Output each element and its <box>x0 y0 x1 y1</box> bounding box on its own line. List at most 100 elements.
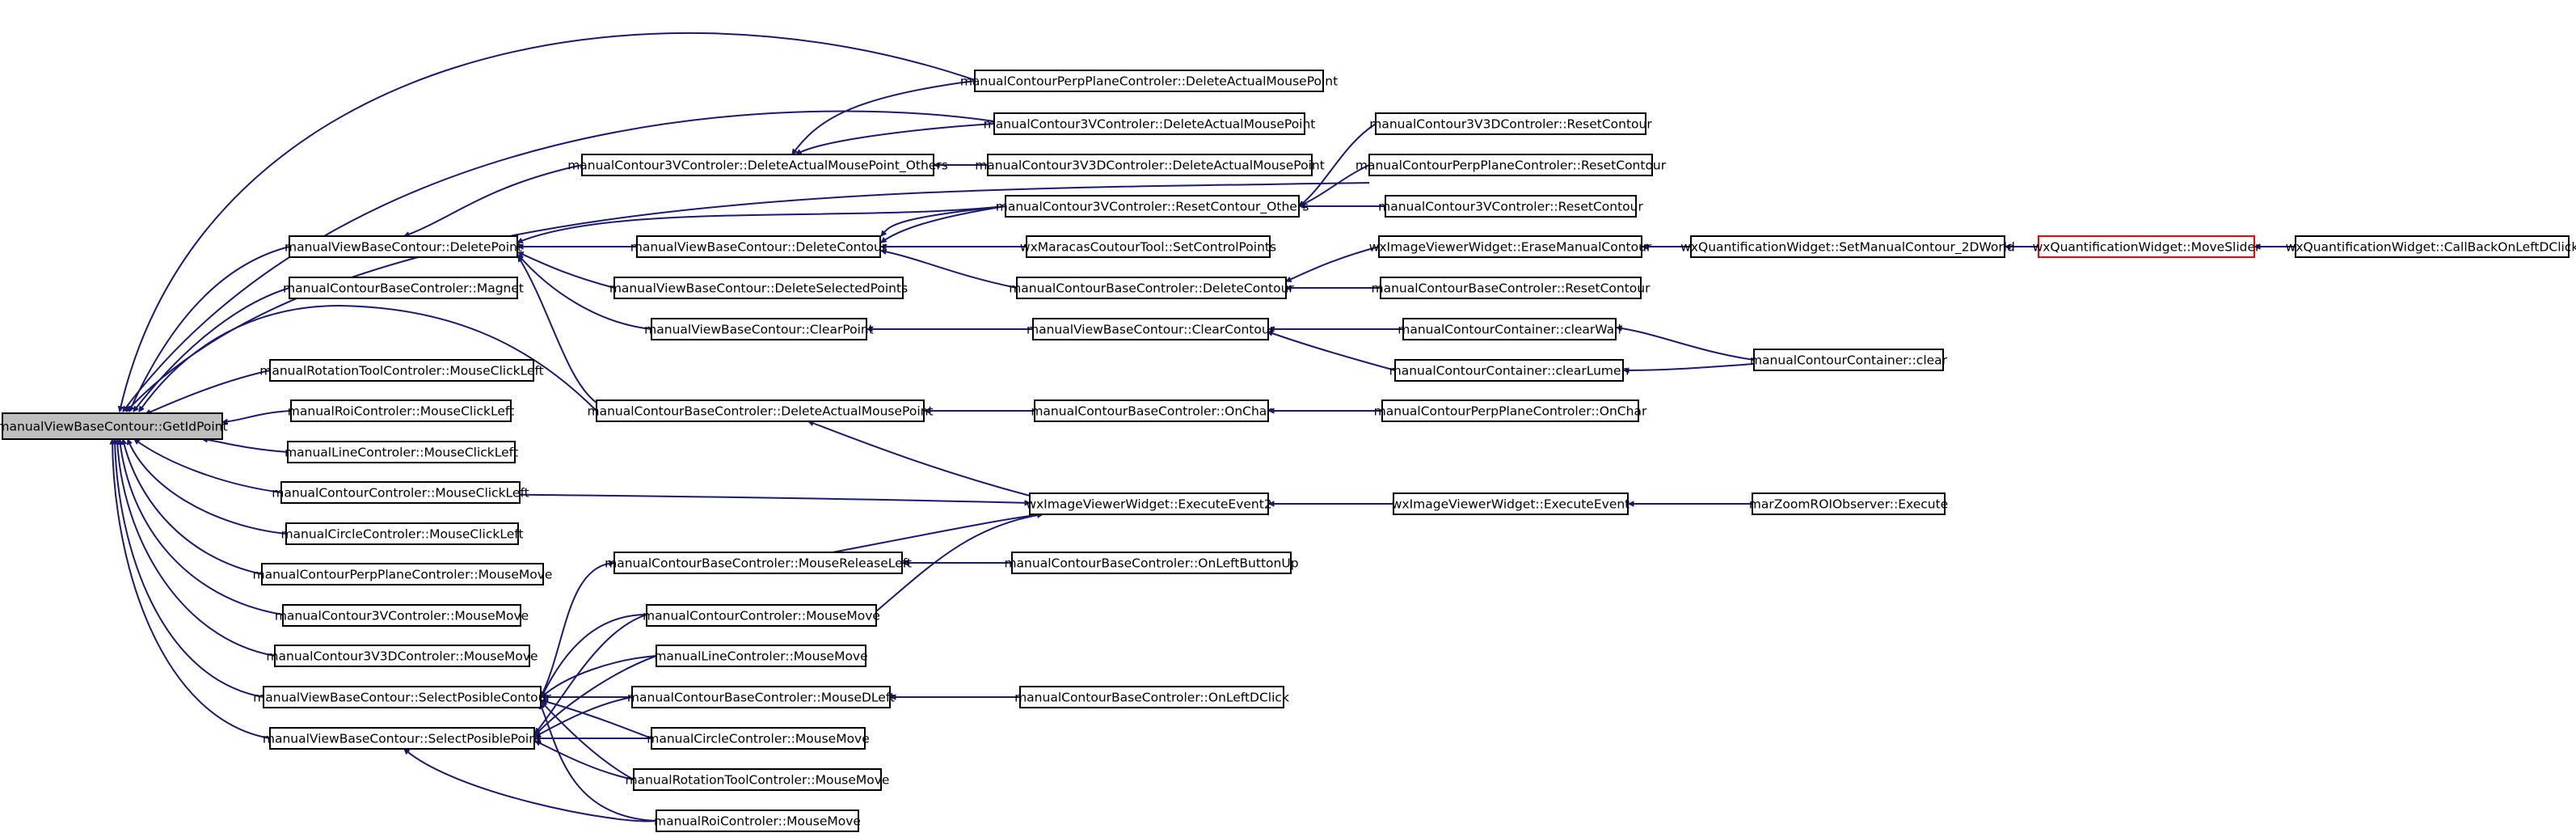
node-box <box>1016 277 1287 299</box>
node-mroi-mouse-move[interactable]: manualRoiControler::MouseMove <box>654 810 861 832</box>
node-mvbc-delete-contour[interactable]: manualViewBaseContour::DeleteContour <box>630 235 887 258</box>
node-mcbc-mouse-dleft[interactable]: manualContourBaseControler::MouseDLeft <box>627 686 895 708</box>
node-mcbc-reset-contour[interactable]: manualContourBaseControler::ResetContour <box>1372 277 1651 299</box>
node-mc3v-mouse-move[interactable]: manualContour3VControler::MouseMove <box>275 604 529 627</box>
node-mcbc-magnet[interactable]: manualContourBaseControler::Magnet <box>283 277 524 299</box>
node-box <box>290 399 512 422</box>
node-label: manualContourPerpPlaneControler::DeleteA… <box>960 74 1338 89</box>
node-label: manualContourPerpPlaneControler::MouseMo… <box>253 568 553 582</box>
call-edge <box>542 702 635 780</box>
node-label: manualViewBaseContour::DeleteSelectedPoi… <box>609 281 908 296</box>
call-edge <box>541 614 647 697</box>
call-edge <box>115 439 264 698</box>
node-label: manualContourBaseControler::Magnet <box>283 281 524 296</box>
node-label: manualViewBaseContour::GetIdPoint <box>0 420 228 434</box>
node-mvbc-delete-selected[interactable]: manualViewBaseContour::DeleteSelectedPoi… <box>609 277 908 299</box>
node-label: manualContourContainer::clearLumen <box>1389 364 1629 378</box>
node-mcpp-mouse-move[interactable]: manualContourPerpPlaneControler::MouseMo… <box>253 563 553 585</box>
node-wx-qwcall-back[interactable]: wxQuantificationWidget::CallBackOnLeftDC… <box>2286 235 2576 258</box>
node-box <box>993 112 1305 135</box>
node-label: manualLineControler::MouseMove <box>654 649 867 664</box>
node-wx-ivwexec[interactable]: wxImageViewerWidget::ExecuteEvent <box>1392 492 1630 515</box>
node-wx-ivwerase[interactable]: wxImageViewerWidget::EraseManualContour <box>1369 235 1652 258</box>
node-mar-zoom[interactable]: marZoomROIObserver::Execute <box>1749 492 1948 515</box>
node-mroi-click-left[interactable]: manualRoiControler::MouseClickLeft <box>288 399 514 422</box>
node-label: wxQuantificationWidget::MoveSlider <box>2033 240 2261 255</box>
call-edge <box>133 287 290 412</box>
node-mlc-click-left[interactable]: manualLineControler::MouseClickLeft <box>285 441 518 463</box>
node-mcirc-mouse-move[interactable]: manualCircleControler::MouseMove <box>647 727 870 750</box>
node-label: manualViewBaseContour::DeleteContour <box>630 240 887 255</box>
node-mcbc-release[interactable]: manualContourBaseControler::MouseRelease… <box>605 552 912 574</box>
node-label: manualRotationToolControler::MouseClickL… <box>259 364 543 378</box>
call-edge <box>539 704 657 822</box>
node-box <box>287 441 516 463</box>
node-wx-qwmove-slider[interactable]: wxQuantificationWidget::MoveSlider <box>2033 235 2261 258</box>
node-box <box>1375 112 1646 135</box>
node-wx-ivwexec2[interactable]: wxImageViewerWidget::ExecuteEvent2 <box>1026 492 1272 515</box>
node-box <box>1032 318 1269 340</box>
node-mvbc-clear-point[interactable]: manualViewBaseContour::ClearPoint <box>644 318 874 340</box>
node-mvbc-delete-point[interactable]: manualViewBaseContour::DeletePoint <box>285 235 522 258</box>
node-mrtc-click-left[interactable]: manualRotationToolControler::MouseClickL… <box>259 359 544 382</box>
node-mc3v-del-act[interactable]: manualContour3VControler::DeleteActualMo… <box>984 112 1316 135</box>
call-edge <box>145 370 271 415</box>
node-label: manualContour3VControler::ResetContour_O… <box>996 200 1309 215</box>
node-mvbc-clear-contour[interactable]: manualViewBaseContour::ClearContour <box>1027 318 1275 340</box>
node-mlc-mouse-move[interactable]: manualLineControler::MouseMove <box>654 645 868 667</box>
node-mc3v3d-mouse-move[interactable]: manualContour3V3DControler::MouseMove <box>266 645 538 667</box>
node-label: manualContourBaseControler::DeleteContou… <box>1009 281 1294 296</box>
node-root[interactable]: manualViewBaseContour::GetIdPoint <box>0 412 228 440</box>
call-edge <box>535 740 635 780</box>
call-edge <box>517 255 652 330</box>
node-label: manualContour3VControler::DeleteActualMo… <box>984 117 1316 132</box>
node-label: manualContourControler::MouseClickLeft <box>272 486 529 501</box>
nodes: manualViewBaseContour::GetIdPointmanualC… <box>0 70 2576 832</box>
node-label: manualContour3VControler::MouseMove <box>275 609 529 624</box>
call-edge <box>1624 363 1755 370</box>
node-mcbc-on-left-up[interactable]: manualContourBaseControler::OnLeftButton… <box>1004 552 1299 574</box>
node-mcc-click-left[interactable]: manualContourControler::MouseClickLeft <box>272 481 529 504</box>
node-mcpp-reset[interactable]: manualContourPerpPlaneControler::ResetCo… <box>1355 154 1667 176</box>
node-mcbc-delete-contour[interactable]: manualContourBaseControler::DeleteContou… <box>1009 277 1294 299</box>
node-mvbc-sel-point[interactable]: manualViewBaseContour::SelectPosiblePoin… <box>263 727 542 750</box>
node-label: manualViewBaseContour::ClearContour <box>1027 323 1275 337</box>
node-mcc-clear[interactable]: manualContourContainer::clear <box>1750 349 1948 371</box>
node-mcirc-click-left[interactable]: manualCircleControler::MouseClickLeft <box>280 522 524 545</box>
node-box <box>269 359 534 382</box>
node-mcpp-on-char[interactable]: manualContourPerpPlaneControler::OnChar <box>1374 399 1647 422</box>
node-mrtc-mouse-move[interactable]: manualRotationToolControler::MouseMove <box>626 768 890 791</box>
node-mvbc-sel-contour[interactable]: manualViewBaseContour::SelectPosibleCont… <box>253 686 551 708</box>
node-box <box>656 645 866 667</box>
node-label: manualRotationToolControler::MouseMove <box>626 773 890 788</box>
node-mcc-clear-lumen[interactable]: manualContourContainer::clearLumen <box>1389 359 1629 382</box>
node-box <box>2038 235 2255 258</box>
node-mc3v3d-reset[interactable]: manualContour3V3DControler::ResetContour <box>1369 112 1652 135</box>
node-mcbc-on-left-dclick[interactable]: manualContourBaseControler::OnLeftDClick <box>1014 686 1289 708</box>
node-label: wxQuantificationWidget::SetManualContour… <box>1680 240 2015 256</box>
node-box <box>1402 318 1617 340</box>
node-mc3v3d-del-act[interactable]: manualContour3V3DControler::DeleteActual… <box>975 154 1325 176</box>
node-box <box>1026 235 1271 258</box>
node-mc3v-del-act-others[interactable]: manualContour3VControler::DeleteActualMo… <box>567 154 948 176</box>
node-box <box>1393 492 1629 515</box>
node-label: wxImageViewerWidget::ExecuteEvent2 <box>1026 497 1271 512</box>
node-box <box>1005 195 1300 218</box>
node-wx-maracas[interactable]: wxMaracasCoutourTool::SetControlPoints <box>1020 235 1276 258</box>
node-mc3v-reset[interactable]: manualContour3VControler::ResetContour <box>1378 195 1643 218</box>
node-mcbc-on-char[interactable]: manualContourBaseControler::OnChar <box>1031 399 1272 422</box>
node-box <box>987 154 1313 176</box>
call-edge <box>881 251 1018 289</box>
node-mcpp-del-act[interactable]: manualContourPerpPlaneControler::DeleteA… <box>960 70 1338 92</box>
node-box <box>1394 359 1624 382</box>
node-label: manualContourBaseControler::DeleteActual… <box>587 404 933 419</box>
node-mc3v-reset-others[interactable]: manualContour3VControler::ResetContour_O… <box>996 195 1309 218</box>
call-edge <box>120 32 976 412</box>
node-mcbc-del-act-mouse[interactable]: manualContourBaseControler::DeleteActual… <box>587 399 934 422</box>
node-wx-qwset-manual[interactable]: wxQuantificationWidget::SetManualContour… <box>1680 235 2015 258</box>
node-mcc-mouse-move[interactable]: manualContourControler::MouseMove <box>643 604 880 627</box>
node-mcc-clear-wall[interactable]: manualContourContainer::clearWall <box>1398 318 1621 340</box>
call-edge <box>222 410 292 422</box>
node-box <box>633 768 882 791</box>
